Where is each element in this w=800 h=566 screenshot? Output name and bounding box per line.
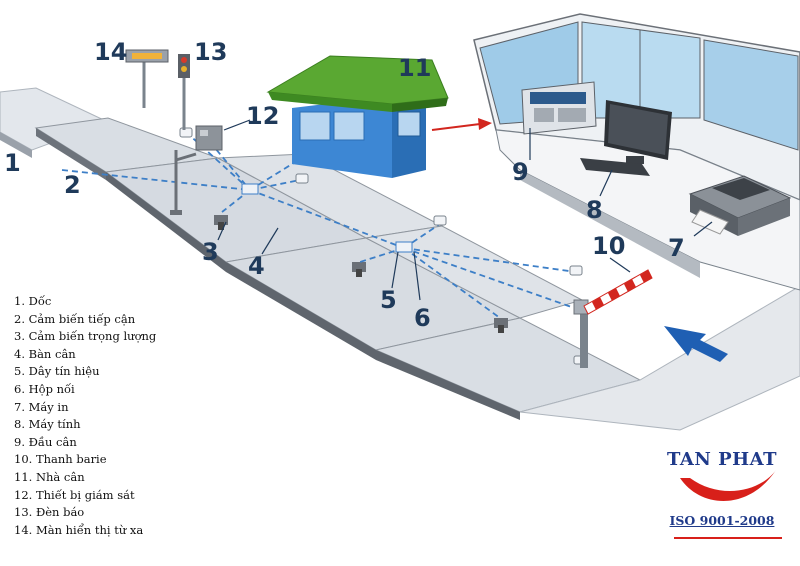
- callout-7: 7: [668, 236, 685, 260]
- callout-12: 12: [246, 104, 279, 128]
- callout-3: 3: [202, 240, 219, 264]
- callout-9: 9: [512, 160, 529, 184]
- legend-item: 8. Máy tính: [14, 416, 156, 434]
- company-logo: TAN PHAT ISO 9001-2008: [664, 445, 784, 545]
- callout-14: 14: [94, 40, 127, 64]
- junction-box-icon: [396, 242, 412, 252]
- callout-13: 13: [194, 40, 227, 64]
- callout-4: 4: [248, 254, 265, 278]
- legend-item: 7. Máy in: [14, 399, 156, 417]
- legend-item: 5. Dây tín hiệu: [14, 363, 156, 381]
- scale-indicator: [522, 82, 596, 134]
- monitoring-device: [196, 120, 250, 150]
- remote-display: [126, 50, 168, 108]
- traffic-light: [178, 54, 190, 130]
- legend-item: 1. Dốc: [14, 293, 156, 311]
- legend-item: 9. Đầu cân: [14, 434, 156, 452]
- legend-item: 2. Cảm biến tiếp cận: [14, 311, 156, 329]
- callout-10: 10: [592, 234, 625, 258]
- legend-item: 13. Đèn báo: [14, 504, 156, 522]
- callout-1: 1: [4, 151, 21, 175]
- callout-2: 2: [64, 173, 81, 197]
- legend-item: 14. Màn hiển thị từ xa: [14, 522, 156, 540]
- callout-8: 8: [586, 198, 603, 222]
- logo-certification: ISO 9001-2008: [664, 513, 780, 528]
- legend-item: 11. Nhà cân: [14, 469, 156, 487]
- callout-11: 11: [398, 56, 431, 80]
- junction-box-icon: [242, 184, 258, 194]
- legend-item: 6. Hộp nối: [14, 381, 156, 399]
- legend-item: 4. Bàn cân: [14, 346, 156, 364]
- link-arrow: [432, 118, 492, 130]
- callout-6: 6: [414, 306, 431, 330]
- legend-item: 10. Thanh barie: [14, 451, 156, 469]
- legend-item: 3. Cảm biến trọng lượng: [14, 328, 156, 346]
- logo-name: TAN PHAT: [664, 449, 780, 470]
- callout-5: 5: [380, 288, 397, 312]
- legend-item: 12. Thiết bị giám sát: [14, 487, 156, 505]
- barrier-gate: [584, 270, 652, 314]
- legend-list: 1. Dốc 2. Cảm biến tiếp cận 3. Cảm biến …: [14, 293, 156, 539]
